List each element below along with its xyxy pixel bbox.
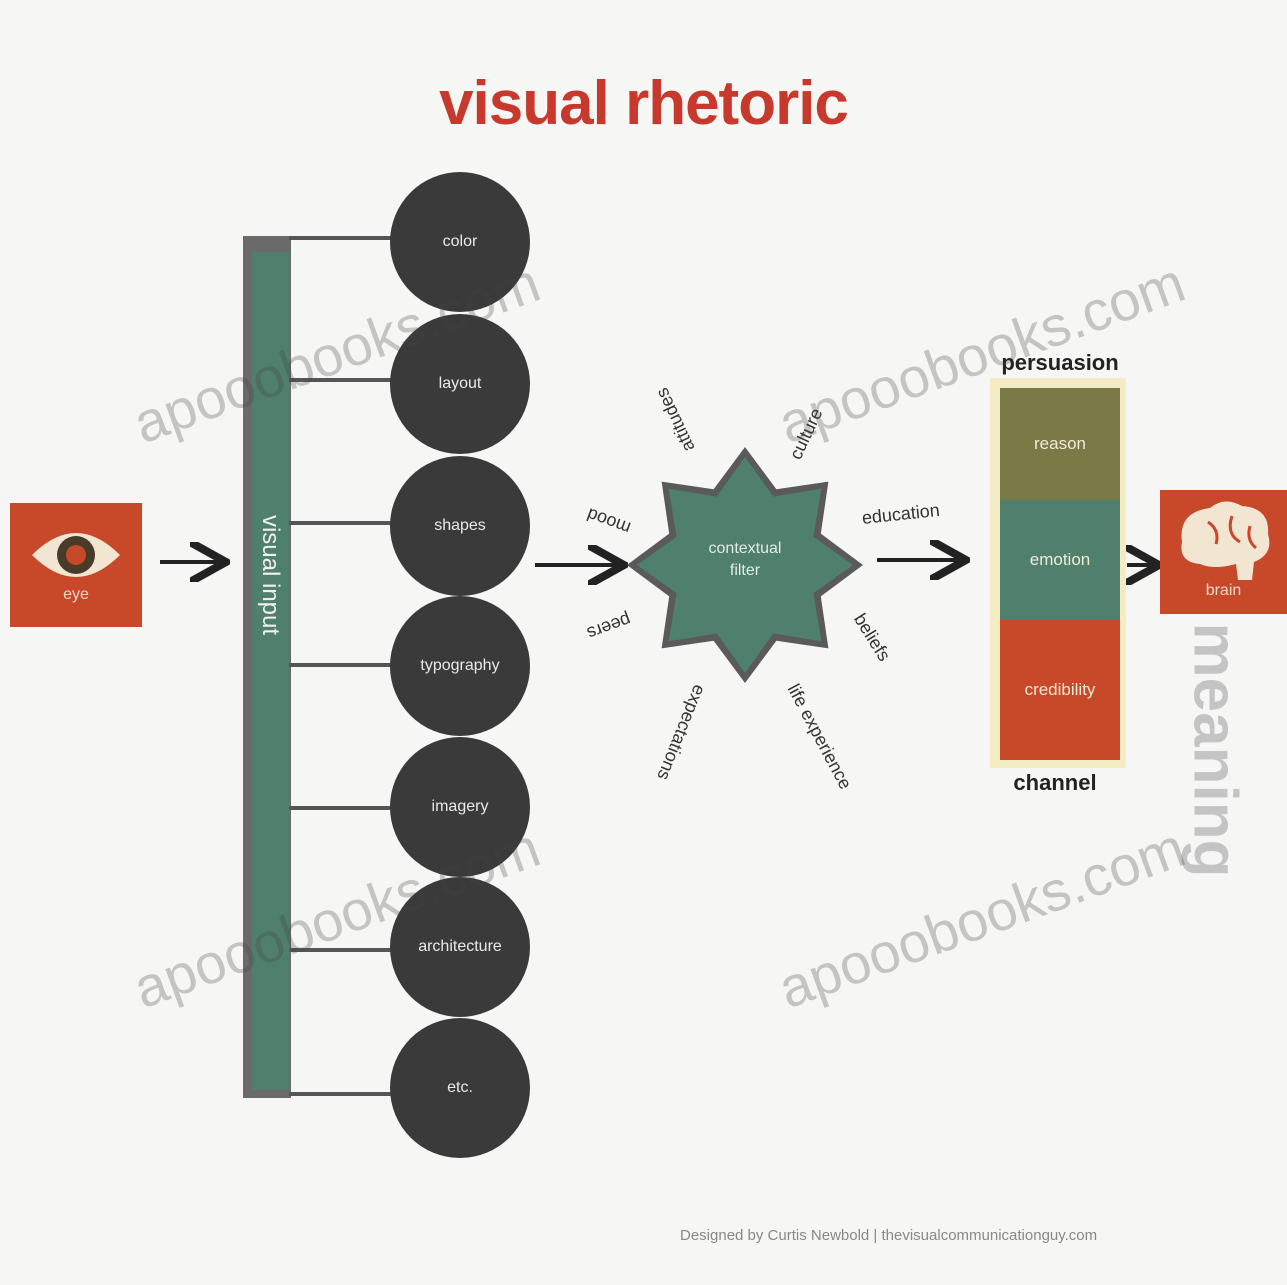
connector-line — [289, 948, 399, 952]
visual-input-bar — [252, 252, 289, 1090]
channel-credibility: credibility — [1000, 620, 1120, 760]
diagram-title: visual rhetoric — [439, 69, 849, 138]
input-label: architecture — [418, 938, 502, 955]
eye-box — [10, 503, 142, 627]
channel-label: credibility — [1024, 680, 1096, 699]
input-circle-imagery: imagery — [390, 737, 530, 877]
channel-label: emotion — [1029, 550, 1091, 569]
contextual-filter-star — [627, 447, 863, 683]
connector-line — [289, 236, 399, 240]
input-label: shapes — [434, 517, 486, 534]
input-circle-layout: layout — [390, 314, 530, 454]
eye-icon — [32, 533, 120, 577]
input-label: layout — [438, 375, 482, 392]
channel-footer: channel — [1013, 770, 1097, 795]
eye-label: eye — [63, 586, 89, 603]
input-label: color — [442, 233, 478, 250]
connector-line — [289, 806, 399, 810]
filter-label-line2: filter — [729, 562, 761, 579]
credit-line: Designed by Curtis Newbold | thevisualco… — [680, 1227, 1098, 1244]
brain-label: brain — [1205, 582, 1242, 599]
channel-reason: reason — [1000, 388, 1120, 500]
filter-label-line1: contextual — [708, 540, 782, 557]
input-circle-etc: etc. — [390, 1018, 530, 1158]
connector-line — [289, 1092, 399, 1096]
input-circle-architecture: architecture — [390, 877, 530, 1017]
input-circle-color: color — [390, 172, 530, 312]
meaning-label: meaning — [1180, 622, 1250, 878]
brain-icon — [1181, 501, 1270, 580]
brain-box — [1160, 490, 1287, 614]
connector-line — [289, 663, 399, 667]
contextual-filter-label: contextual filter — [685, 538, 805, 582]
input-label: imagery — [431, 798, 489, 815]
connector-line — [289, 378, 399, 382]
connector-line — [289, 521, 399, 525]
input-label: typography — [420, 657, 500, 674]
input-label: etc. — [447, 1079, 473, 1096]
input-circle-typography: typography — [390, 596, 530, 736]
input-circle-shapes: shapes — [390, 456, 530, 596]
channel-label: reason — [1034, 434, 1086, 453]
persuasion-header: persuasion — [1001, 350, 1119, 375]
channel-emotion: emotion — [1000, 500, 1120, 620]
visual-input-label: visual input — [257, 514, 284, 636]
